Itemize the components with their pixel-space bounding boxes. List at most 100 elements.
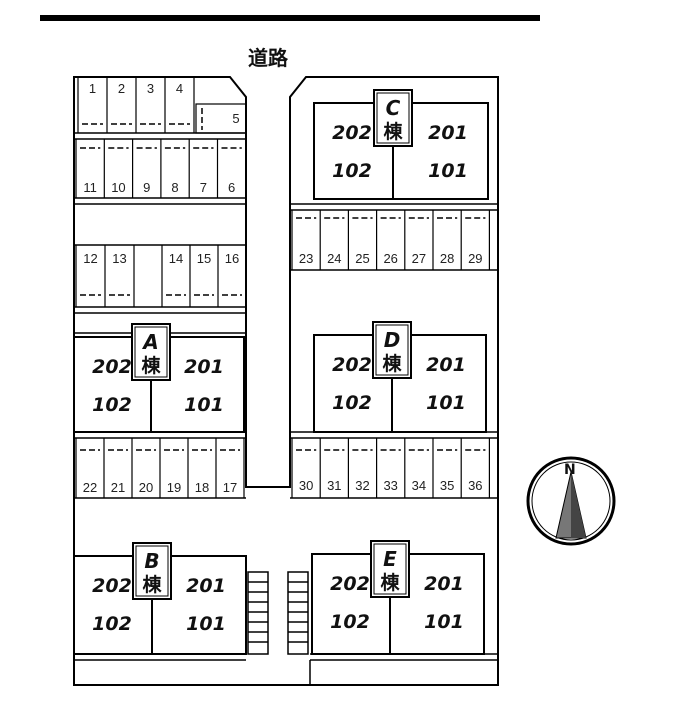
parking-number: 30	[299, 478, 313, 493]
parking-space-25: 25	[347, 210, 373, 270]
parking-space-33: 33	[376, 438, 401, 498]
parking-space-1: 1	[77, 77, 103, 133]
parking-space-20: 20	[131, 438, 156, 498]
stairs	[247, 571, 309, 655]
parking-space-11: 11	[75, 139, 101, 198]
parking-space-35: 35	[432, 438, 458, 498]
parking-space-7: 7	[188, 139, 214, 198]
parking-number: 4	[176, 81, 183, 96]
parking-number: 25	[355, 251, 369, 266]
parking-number: 23	[299, 251, 313, 266]
parking-number: 2	[118, 81, 125, 96]
room-number: 102	[332, 392, 372, 414]
parking-space-13: 13	[104, 245, 135, 307]
parking-space-22: 22	[75, 438, 100, 498]
parking-space-17: 17	[215, 438, 245, 498]
parking-number: 13	[112, 251, 126, 266]
room-number: 202	[330, 573, 370, 595]
parking-number: 32	[355, 478, 369, 493]
parking-space-31: 31	[319, 438, 345, 498]
parking-number: 20	[139, 480, 153, 495]
parking-space-27: 27	[404, 210, 429, 270]
building-letter: D	[384, 328, 401, 352]
parking-number: 16	[225, 251, 239, 266]
parking-space-15: 15	[189, 245, 214, 307]
parking-space-5: 5	[195, 103, 247, 134]
parking-number: 24	[327, 251, 341, 266]
parking-space-34: 34	[404, 438, 429, 498]
parking-number: 8	[171, 180, 178, 195]
room-number: 201	[426, 354, 466, 376]
parking-space-14: 14	[161, 245, 186, 307]
parking-space-9: 9	[132, 139, 157, 198]
parking-number: 19	[167, 480, 181, 495]
parking-number: 35	[440, 478, 454, 493]
parking-space-29: 29	[460, 210, 490, 270]
road-label: 道路	[248, 46, 289, 70]
parking-space-28: 28	[432, 210, 458, 270]
parking-space-12: 12	[75, 245, 101, 307]
parking-space-24: 24	[319, 210, 345, 270]
parking-number: 1	[89, 81, 96, 96]
parking-number: 31	[327, 478, 341, 493]
north-arrow-icon: N	[526, 456, 616, 546]
building-d: D棟 202 102 201 101	[313, 321, 487, 433]
parking-number: 15	[197, 251, 211, 266]
parking-number: 5	[232, 111, 239, 126]
parking-space-26: 26	[376, 210, 401, 270]
road-line	[40, 15, 540, 21]
parking-number: 28	[440, 251, 454, 266]
parking-number: 26	[383, 251, 397, 266]
parking-space-6: 6	[216, 139, 247, 198]
parking-number: 10	[111, 180, 125, 195]
building-letter: A	[141, 330, 158, 354]
room-number: 202	[92, 356, 132, 378]
compass-label: N	[564, 462, 576, 478]
room-number: 202	[332, 354, 372, 376]
parking-space-4: 4	[164, 77, 195, 133]
parking-number: 21	[111, 480, 125, 495]
room-number: 101	[184, 394, 224, 416]
parking-space-18: 18	[187, 438, 212, 498]
room-number: 101	[426, 392, 466, 414]
room-number: 101	[428, 160, 468, 182]
room-number: 102	[92, 394, 132, 416]
parking-number: 22	[83, 480, 97, 495]
room-number: 101	[424, 611, 464, 633]
building-suffix: 棟	[383, 120, 403, 143]
room-number: 102	[92, 613, 132, 635]
parking-space-16: 16	[217, 245, 247, 307]
building-letter: B	[144, 549, 159, 573]
parking-space-30: 30	[291, 438, 317, 498]
parking-space-19: 19	[159, 438, 184, 498]
room-number: 202	[332, 122, 372, 144]
parking-space-23: 23	[291, 210, 317, 270]
parking-space-36: 36	[460, 438, 490, 498]
room-number: 201	[186, 575, 226, 597]
building-letter: E	[383, 547, 397, 571]
parking-number: 11	[83, 180, 97, 195]
building-suffix: 棟	[382, 352, 402, 375]
room-number: 102	[330, 611, 370, 633]
building-suffix: 棟	[141, 354, 161, 377]
parking-number: 14	[169, 251, 183, 266]
parking-number: 3	[147, 81, 154, 96]
parking-space-2: 2	[106, 77, 132, 133]
room-number: 201	[428, 122, 468, 144]
parking-space-10: 10	[103, 139, 129, 198]
parking-space-3: 3	[135, 77, 161, 133]
room-number: 202	[92, 575, 132, 597]
parking-number: 12	[83, 251, 97, 266]
parking-number: 17	[223, 480, 237, 495]
building-suffix: 棟	[380, 571, 400, 594]
parking-space-32: 32	[347, 438, 373, 498]
parking-number: 7	[200, 180, 207, 195]
parking-number: 18	[195, 480, 209, 495]
room-number: 201	[184, 356, 224, 378]
parking-number: 29	[468, 251, 482, 266]
